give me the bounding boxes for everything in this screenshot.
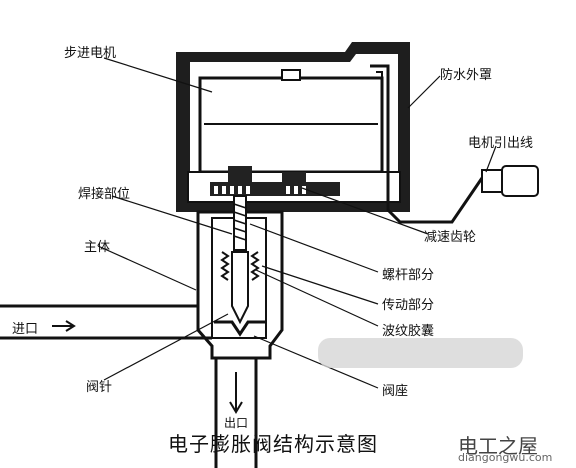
label-outlet: 出口 (224, 416, 249, 430)
label-weld-part: 焊接部位 (78, 187, 131, 202)
outlet-pipe (214, 358, 258, 468)
label-drive-part: 传动部分 (382, 298, 435, 313)
label-bellows: 波纹胶囊 (382, 324, 435, 339)
motor-lead-wire-inner (376, 71, 383, 150)
lead-plug (501, 165, 539, 197)
label-motor-lead: 电机引出线 (468, 136, 534, 151)
label-inlet: 进口 (12, 322, 39, 337)
label-body: 主体 (84, 240, 111, 255)
diagram-title: 电子膨胀阀结构示意图 (168, 432, 378, 456)
label-needle: 阀针 (86, 380, 113, 395)
label-valve-seat: 阀座 (382, 384, 409, 399)
blurred-region (318, 338, 523, 368)
screw-threads (233, 203, 247, 241)
label-reduction-gear: 减速齿轮 (424, 230, 477, 245)
motor-lead-wire (370, 64, 484, 224)
lead-connector (481, 169, 503, 193)
inlet-arrow (52, 320, 76, 332)
label-screw-part: 螺杆部分 (382, 268, 435, 283)
label-waterproof-cover: 防水外罩 (440, 68, 493, 83)
needle (231, 251, 249, 325)
label-stepper-motor: 步进电机 (64, 46, 117, 61)
leader-lines (97, 57, 497, 389)
inlet-pipe (0, 304, 212, 340)
outlet-arrow (229, 372, 243, 414)
reduction-gears (210, 166, 340, 196)
motor-connector (281, 69, 301, 81)
bellows-capsule (220, 251, 260, 281)
watermark-url: diangongwu.com (458, 451, 553, 464)
watermark-logo-text: 电工之屋 (458, 434, 538, 458)
valve-seat (214, 320, 266, 337)
